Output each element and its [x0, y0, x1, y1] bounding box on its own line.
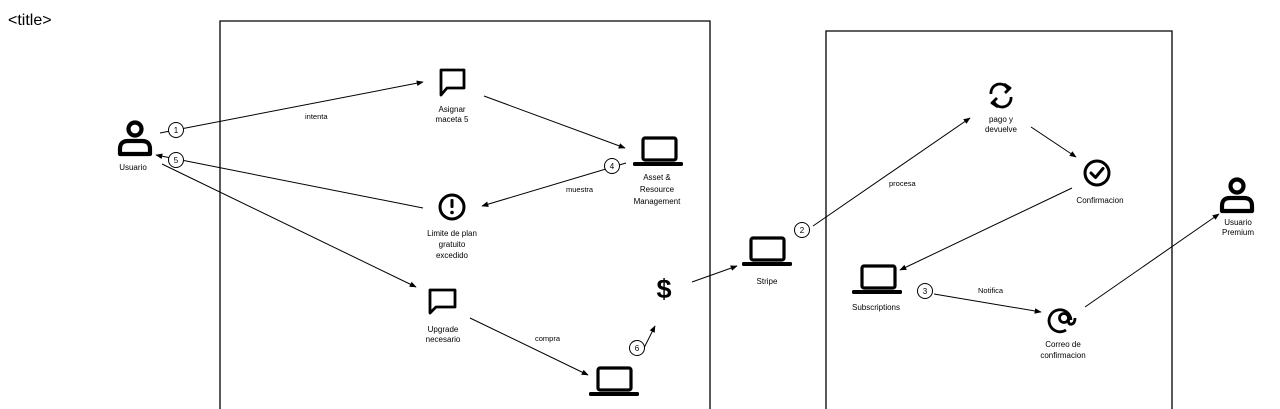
node-label-subscriptions: Subscriptions — [852, 303, 900, 312]
node-laptop-bottom — [589, 366, 639, 396]
container-left — [219, 20, 711, 409]
node-subscriptions: Subscriptions — [852, 264, 902, 312]
node-limite: Limite de plan gratuito excedido — [427, 193, 477, 260]
alert-icon — [438, 193, 466, 221]
edge-label-muestra: muestra — [566, 185, 594, 194]
node-label-confirmacion: Confirmacion — [1076, 196, 1123, 205]
svg-text:6: 6 — [635, 344, 640, 353]
svg-text:2: 2 — [800, 226, 805, 235]
user-icon — [117, 120, 153, 157]
edge-stripe-pago — [812, 117, 971, 227]
node-label-limite-3: excedido — [436, 251, 469, 260]
step-badges: 1 5 4 2 6 3 — [168, 122, 933, 356]
node-usuario: Usuario — [117, 120, 153, 172]
node-confirmacion: Confirmacion — [1076, 159, 1124, 205]
user-icon — [1219, 177, 1255, 214]
edge-label-intenta: intenta — [305, 112, 328, 121]
node-correo: Correo de confirmacion — [1040, 308, 1086, 360]
node-stripe: Stripe — [742, 236, 792, 286]
laptop-icon — [633, 136, 683, 166]
node-asset: Asset & Resource Management — [633, 136, 683, 206]
svg-text:4: 4 — [610, 162, 615, 171]
badge-1: 1 — [168, 122, 184, 138]
message-icon — [439, 68, 466, 97]
badge-3: 3 — [917, 283, 933, 299]
edge-label-compra: compra — [535, 334, 561, 343]
page-title: <title> — [8, 12, 52, 29]
edge-dollar-stripe — [691, 265, 738, 283]
node-label-asset-2: Resource — [640, 185, 675, 194]
laptop-icon — [742, 236, 792, 266]
node-label-correo-2: confirmacion — [1040, 351, 1085, 360]
node-label-asset-1: Asset & — [643, 173, 671, 182]
message-icon — [428, 288, 457, 315]
dollar-icon: $ — [656, 274, 671, 304]
svg-text:3: 3 — [923, 287, 928, 296]
node-dollar: $ — [656, 274, 671, 304]
node-label-correo-1: Correo de — [1045, 340, 1081, 349]
edges — [155, 80, 1220, 376]
edge-limite-usuario — [155, 153, 424, 209]
badge-4: 4 — [604, 158, 620, 174]
node-label-usuario: Usuario — [119, 163, 147, 172]
node-label-upgrade-1: Upgrade — [428, 325, 459, 334]
edge-upgrade-laptop — [469, 317, 589, 376]
badge-6: 6 — [629, 340, 645, 356]
edge-asset-limite — [481, 162, 627, 207]
laptop-icon — [589, 366, 639, 396]
edge-pago-confirmacion — [1030, 126, 1077, 158]
edge-label-procesa: procesa — [889, 179, 917, 188]
node-label-upgrade-2: necesario — [426, 335, 461, 344]
edge-correo-premium — [1084, 213, 1220, 308]
edge-asignar-asset — [483, 95, 626, 149]
badge-5: 5 — [168, 152, 184, 168]
refresh-icon — [989, 82, 1013, 109]
check-circle-icon — [1083, 159, 1111, 187]
edge-laptop-dollar — [642, 325, 656, 351]
edge-label-notifica: Notifica — [978, 286, 1004, 295]
edge-confirmacion-subscriptions — [899, 187, 1073, 271]
node-label-pago-1: pago y — [989, 115, 1013, 124]
node-label-asignar-2: maceta 5 — [436, 115, 469, 124]
laptop-icon — [852, 264, 902, 294]
svg-text:1: 1 — [174, 126, 179, 135]
node-label-asignar-1: Asignar — [438, 105, 465, 114]
node-asignar: Asignar maceta 5 — [436, 68, 469, 124]
badge-2: 2 — [794, 222, 810, 238]
node-pago: pago y devuelve — [985, 82, 1018, 134]
node-label-limite-2: gratuito — [439, 240, 466, 249]
node-label-asset-3: Management — [634, 197, 681, 206]
node-label-premium-1: Usuario — [1224, 218, 1252, 227]
at-icon — [1047, 308, 1077, 334]
svg-text:5: 5 — [174, 156, 179, 165]
node-usuario-premium: Usuario Premium — [1219, 177, 1255, 237]
container-right — [825, 30, 1173, 409]
node-label-pago-2: devuelve — [985, 125, 1018, 134]
edge-usuario-upgrade — [161, 163, 417, 288]
node-label-premium-2: Premium — [1222, 228, 1254, 237]
node-label-stripe: Stripe — [757, 277, 778, 286]
node-label-limite-1: Limite de plan — [427, 229, 477, 238]
edge-subscriptions-correo — [933, 293, 1042, 314]
edge-usuario-asignar — [159, 80, 424, 134]
node-upgrade: Upgrade necesario — [426, 288, 461, 344]
